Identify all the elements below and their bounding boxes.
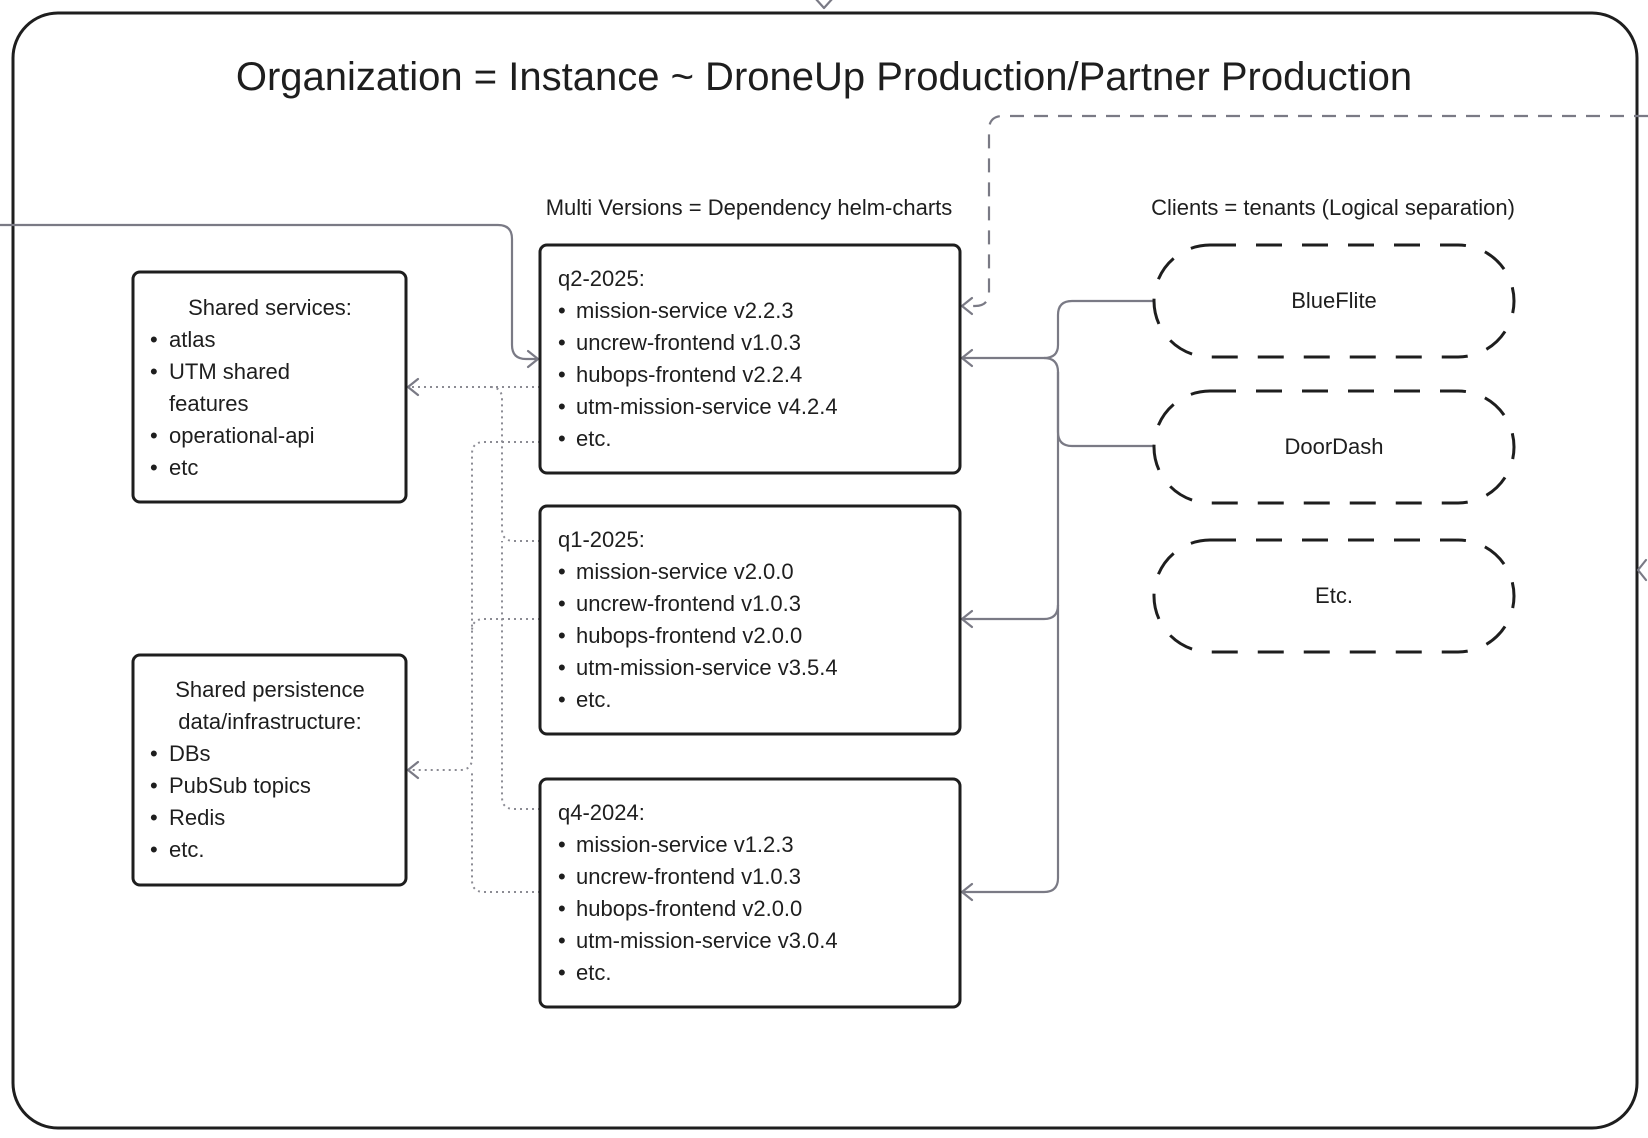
version-box-q1-2025: q1-2025: • mission-service v2.0.0 • uncr… [538, 504, 962, 736]
version-item: utm-mission-service v3.5.4 [576, 655, 838, 680]
version-item: hubops-frontend v2.0.0 [576, 896, 802, 921]
bullet-marker: • [150, 773, 158, 798]
bullet-marker: • [150, 805, 158, 830]
bullet-marker: • [150, 327, 158, 352]
external-connector-arrow [526, 349, 540, 369]
bullet-marker: • [150, 741, 158, 766]
shared-persistence-item: Redis [169, 805, 225, 830]
bullet-marker: • [558, 832, 566, 857]
version-item: uncrew-frontend v1.0.3 [576, 330, 801, 355]
bullet-marker: • [558, 623, 566, 648]
tenant-etc: Etc. [1152, 538, 1516, 654]
tenant-branch-q1 [962, 604, 1060, 621]
tenant-connector-doordash [1043, 356, 1154, 448]
version-item: utm-mission-service v4.2.4 [576, 394, 838, 419]
dotted-q2-persistence [408, 441, 540, 771]
version-item: etc. [576, 687, 611, 712]
tenant-arrow-q1 [960, 609, 974, 629]
bullet-marker: • [150, 423, 158, 448]
tenant-trunk-down [962, 372, 1060, 894]
shared-services-item: etc [169, 455, 198, 480]
tenant-arrow-q4 [960, 882, 974, 902]
incoming-top-arrow [815, 0, 833, 10]
version-item: hubops-frontend v2.0.0 [576, 623, 802, 648]
version-item: hubops-frontend v2.2.4 [576, 362, 802, 387]
organization-frame [11, 11, 1639, 1130]
bullet-marker: • [558, 687, 566, 712]
bullet-marker: • [558, 362, 566, 387]
bullet-marker: • [558, 394, 566, 419]
version-item: etc. [576, 426, 611, 451]
version-item: uncrew-frontend v1.0.3 [576, 864, 801, 889]
incoming-right-arrow [1636, 558, 1648, 582]
shared-persistence-subtitle: data/infrastructure: [178, 709, 361, 734]
version-item: utm-mission-service v3.0.4 [576, 928, 838, 953]
shared-services-item: UTM shared [169, 359, 290, 384]
diagram-title: Organization = Instance ~ DroneUp Produc… [236, 55, 1412, 99]
bullet-marker: • [558, 559, 566, 584]
version-item: mission-service v2.0.0 [576, 559, 794, 584]
dotted-q1-persistence [471, 618, 540, 632]
tenant-connector-blueflite [1043, 299, 1154, 360]
shared-services-item: features [169, 391, 249, 416]
tenant-trunk-arrow-q2 [960, 348, 974, 368]
bullet-marker: • [150, 359, 158, 384]
tenant-label: BlueFlite [1291, 288, 1377, 313]
version-item: uncrew-frontend v1.0.3 [576, 591, 801, 616]
tenant-blueflite: BlueFlite [1152, 243, 1516, 359]
shared-persistence-title: Shared persistence [175, 677, 365, 702]
bullet-marker: • [558, 655, 566, 680]
shared-persistence-item: DBs [169, 741, 211, 766]
bullet-marker: • [558, 591, 566, 616]
dotted-services-arrow [406, 377, 420, 397]
shared-persistence-item: PubSub topics [169, 773, 311, 798]
bullet-marker: • [558, 960, 566, 985]
version-title: q4-2024: [558, 800, 645, 825]
bullet-marker: • [150, 837, 158, 862]
dotted-q4-persistence [471, 770, 540, 893]
version-title: q1-2025: [558, 527, 645, 552]
shared-services-item: operational-api [169, 423, 315, 448]
bullet-marker: • [558, 928, 566, 953]
versions-header: Multi Versions = Dependency helm-charts [546, 195, 953, 220]
shared-persistence-item: etc. [169, 837, 204, 862]
dotted-q4-services [501, 541, 540, 810]
version-item: mission-service v1.2.3 [576, 832, 794, 857]
dashed-connector-arrow [960, 296, 974, 316]
dotted-persistence-arrow [406, 760, 420, 780]
tenant-label: DoorDash [1284, 434, 1383, 459]
tenant-doordash: DoorDash [1152, 389, 1516, 505]
version-item: etc. [576, 960, 611, 985]
shared-persistence-box: Shared persistence data/infrastructure: … [131, 653, 408, 887]
version-box-q2-2025: q2-2025: • mission-service v2.2.3 • uncr… [538, 243, 962, 475]
dashed-connector [962, 114, 1648, 308]
bullet-marker: • [558, 896, 566, 921]
bullet-marker: • [150, 455, 158, 480]
shared-services-box: Shared services: • atlas • UTM shared fe… [131, 270, 408, 504]
shared-services-item: atlas [169, 327, 215, 352]
bullet-marker: • [558, 426, 566, 451]
bullet-marker: • [558, 864, 566, 889]
version-box-q4-2024: q4-2024: • mission-service v1.2.3 • uncr… [538, 777, 962, 1009]
version-item: mission-service v2.2.3 [576, 298, 794, 323]
bullet-marker: • [558, 330, 566, 355]
clients-header: Clients = tenants (Logical separation) [1151, 195, 1515, 220]
tenant-label: Etc. [1315, 583, 1353, 608]
bullet-marker: • [558, 298, 566, 323]
external-connector [0, 223, 536, 361]
dotted-q1-services [489, 386, 540, 542]
shared-services-title: Shared services: [188, 295, 352, 320]
version-title: q2-2025: [558, 266, 645, 291]
